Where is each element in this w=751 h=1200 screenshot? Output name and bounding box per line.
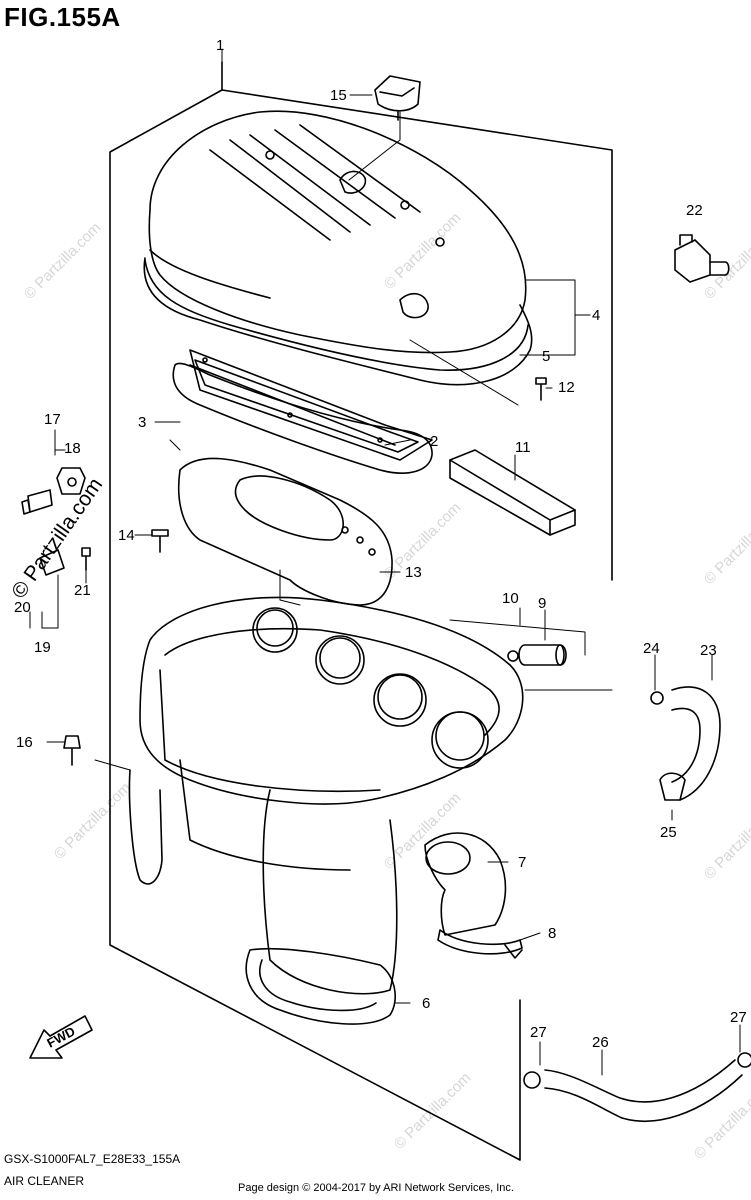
callout-numbers: 1 2 3 4 5 6 7 8 9 10 11 12 13 14 15 16 1…	[14, 37, 747, 1051]
callout-15: 15	[330, 87, 347, 104]
callout-16: 16	[16, 734, 33, 751]
watermark: © Partzilla.com	[701, 219, 751, 302]
callout-5: 5	[542, 348, 550, 365]
leader-lines	[29, 49, 741, 1076]
bolt-16	[63, 735, 81, 766]
callout-9: 9	[538, 595, 546, 612]
assembly-bracket	[109, 61, 521, 1161]
callout-3: 3	[138, 414, 146, 431]
callout-1: 1	[216, 37, 224, 54]
callout-27-b: 27	[730, 1009, 747, 1026]
watermark: © Partzilla.com	[701, 799, 751, 882]
figure-title: FIG.155A	[4, 2, 121, 32]
callout-26: 26	[592, 1034, 609, 1051]
intake-duct	[177, 457, 393, 606]
page-credit: Page design © 2004-2017 by ARI Network S…	[238, 1182, 514, 1194]
clip-10	[507, 650, 519, 662]
section-name: AIR CLEANER	[4, 1174, 85, 1188]
watermark: © Partzilla.com	[21, 219, 104, 302]
callout-21: 21	[74, 582, 91, 599]
hose-23	[671, 686, 721, 801]
cap-seal	[143, 257, 533, 386]
inlet-boot	[424, 832, 507, 936]
callout-11: 11	[515, 439, 531, 456]
watermark: © Partzilla.com	[381, 789, 464, 872]
hose-26	[544, 1059, 743, 1122]
callout-6: 6	[422, 995, 430, 1012]
callout-19: 19	[34, 639, 51, 656]
watermark: © Partzilla.com	[701, 504, 751, 587]
callout-22: 22	[686, 202, 703, 219]
clamp	[437, 929, 523, 959]
callout-14: 14	[118, 527, 135, 544]
cap-15	[374, 75, 421, 112]
callout-4: 4	[592, 307, 600, 324]
sensor-22	[674, 234, 730, 283]
watermark: © Partzilla.com	[381, 209, 464, 292]
callout-12: 12	[558, 379, 575, 396]
callout-23: 23	[700, 642, 717, 659]
callout-13: 13	[405, 564, 422, 581]
sensor-17	[21, 467, 86, 515]
callout-18: 18	[64, 440, 81, 457]
callout-17: 17	[44, 411, 61, 428]
watermark: © Partzilla.com	[51, 779, 134, 862]
callout-8: 8	[548, 925, 556, 942]
watermark-large: © Partzilla.com	[7, 474, 107, 603]
watermarks: © Partzilla.com © Partzilla.com © Partzi…	[21, 209, 751, 1162]
hose-9	[518, 644, 567, 666]
fwd-arrow	[29, 1015, 93, 1059]
foam-pad	[449, 449, 576, 536]
callout-25: 25	[660, 824, 677, 841]
element-seal	[172, 362, 433, 474]
diagram-code: GSX-S1000FAL7_E28E33_155A	[4, 1152, 181, 1166]
air-cleaner-case	[128, 596, 524, 1025]
callout-2: 2	[430, 433, 438, 450]
callout-10: 10	[502, 590, 519, 607]
air-cleaner-cap	[144, 110, 529, 371]
screw-12	[535, 377, 547, 401]
air-filter-element	[189, 349, 433, 461]
callout-27: 27	[530, 1024, 547, 1041]
callout-20: 20	[14, 599, 31, 616]
screw-14	[151, 529, 169, 553]
callout-24: 24	[643, 640, 660, 657]
watermark: © Partzilla.com	[381, 499, 464, 582]
callout-7: 7	[518, 854, 526, 871]
watermark: © Partzilla.com	[391, 1069, 474, 1152]
